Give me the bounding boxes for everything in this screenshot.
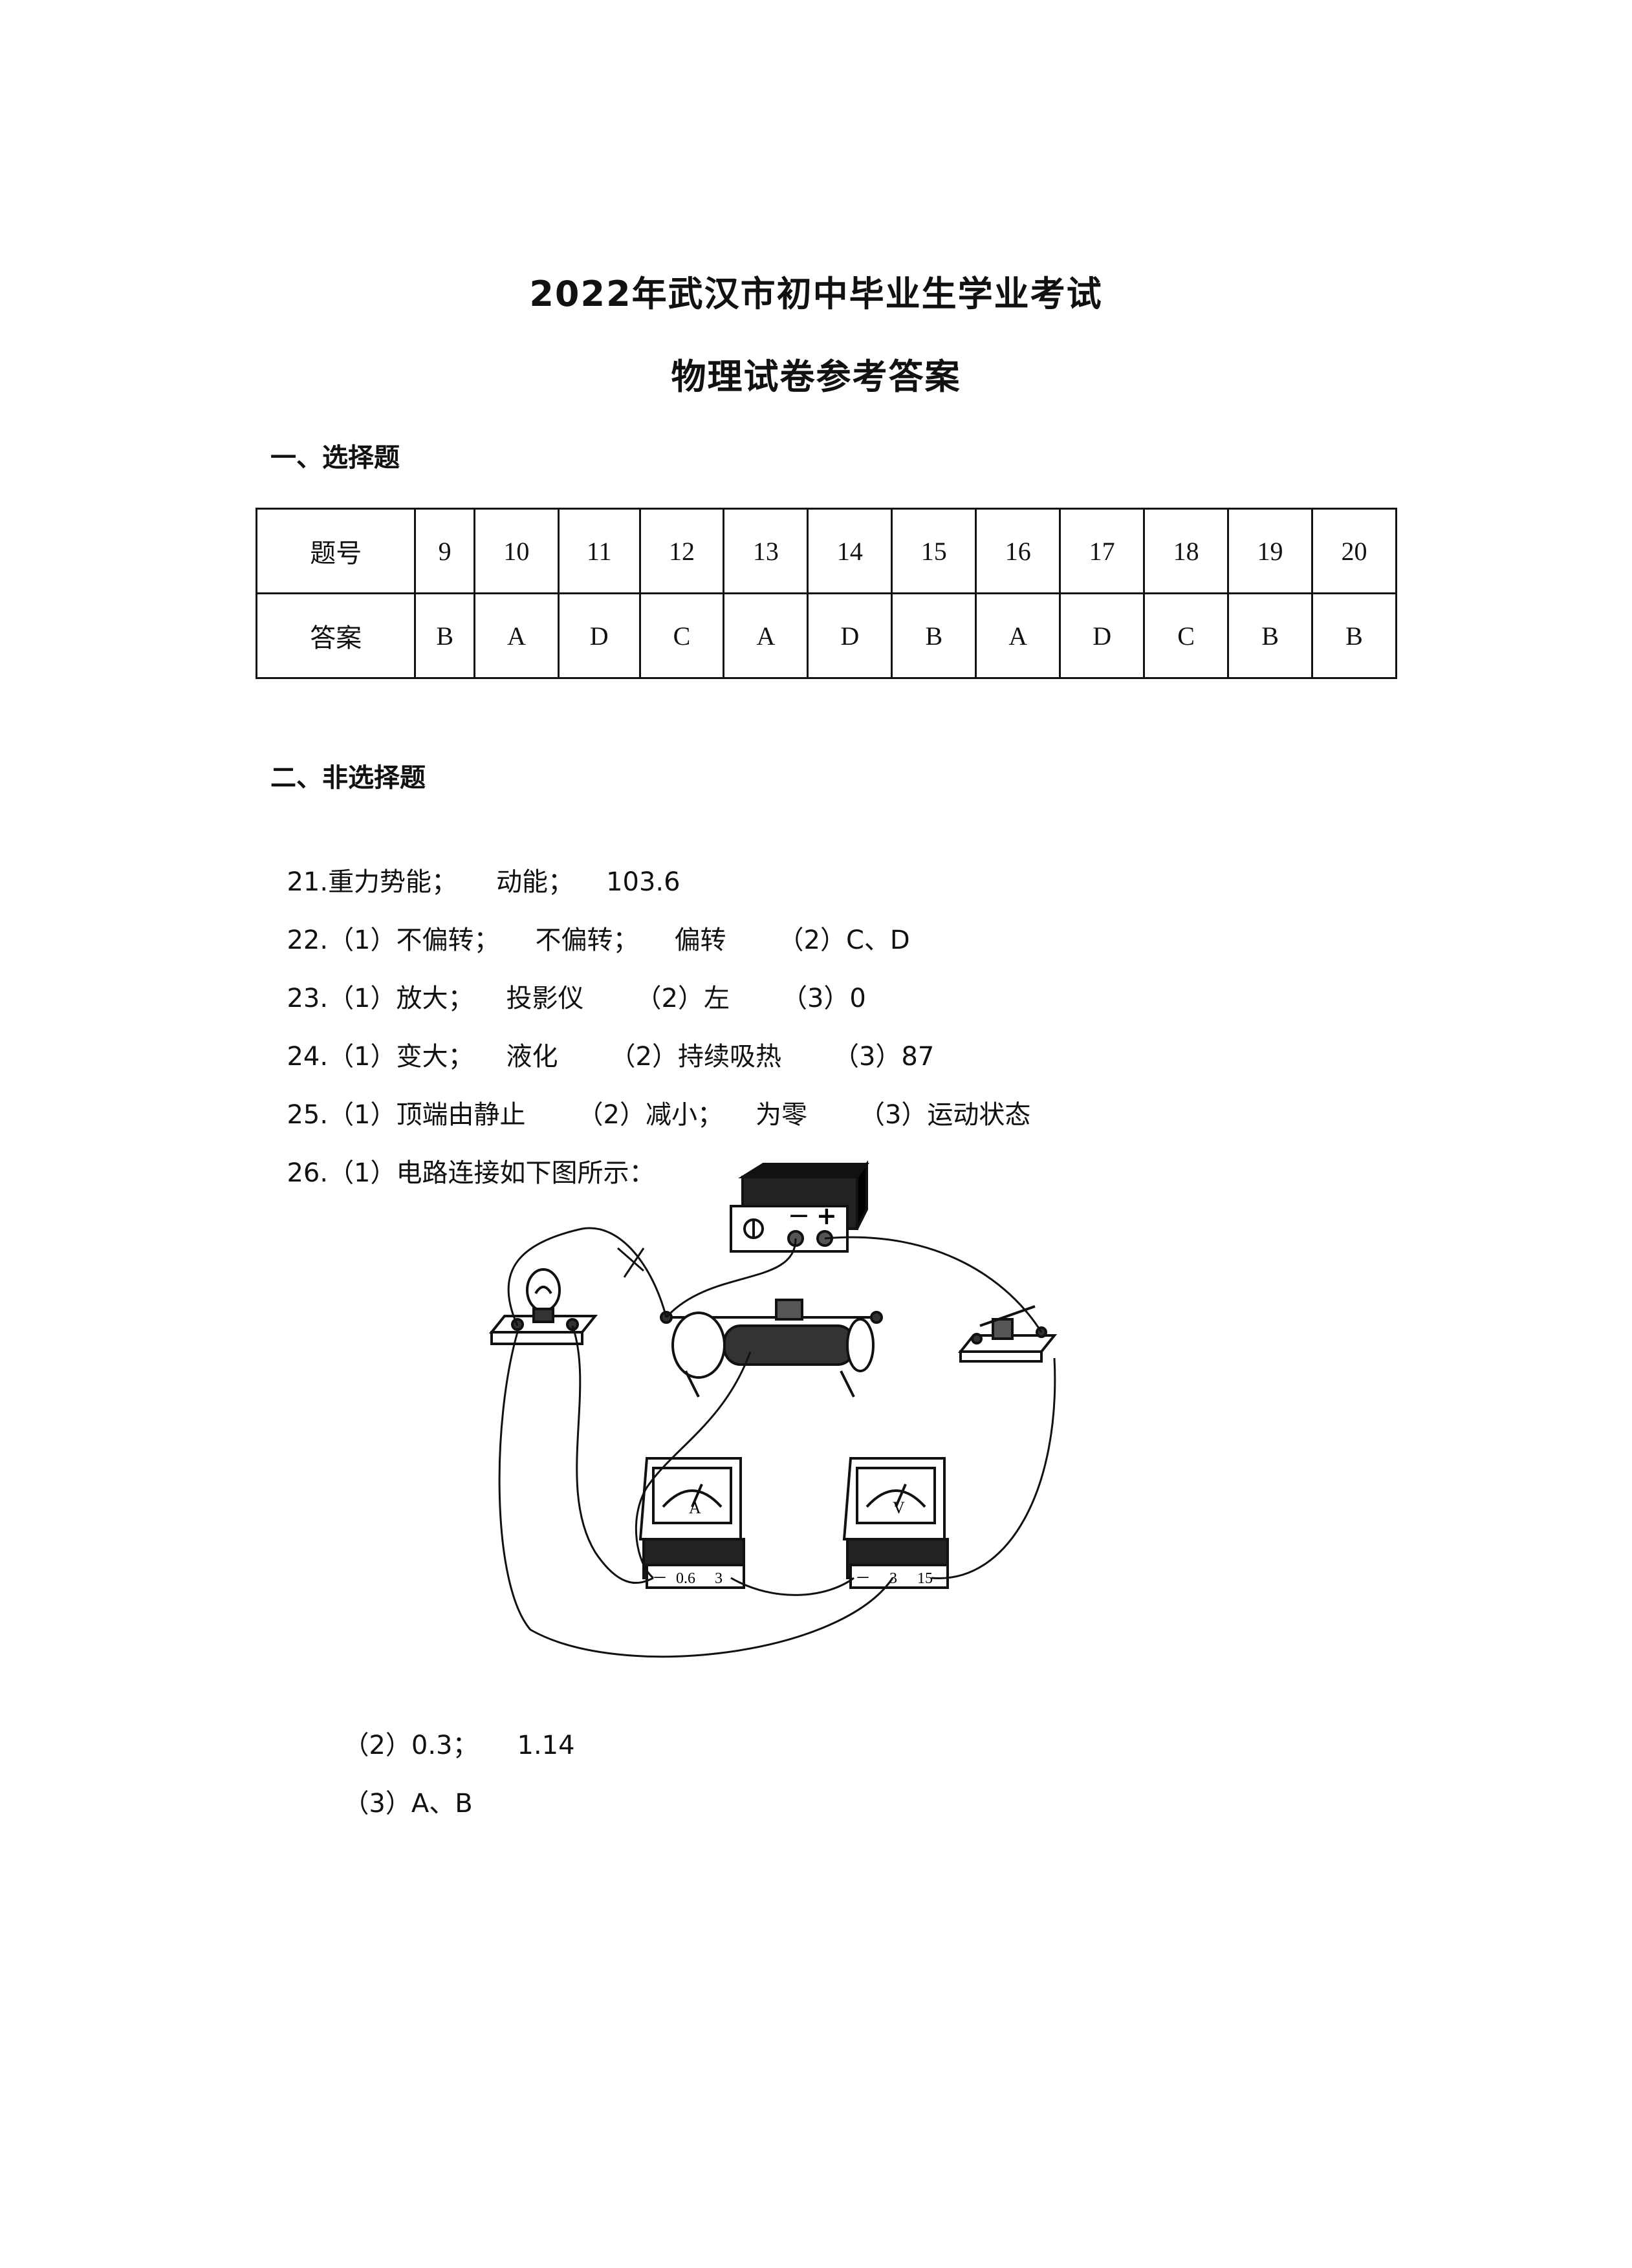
question-number-label: 21. [287,867,329,897]
answer-cell: A [975,592,1061,679]
question-number-label: 25. [287,1100,329,1130]
answer-line-21: 21.重力势能； 动能； 103.6 [270,831,680,898]
question-number: 20 [1311,508,1397,594]
light-bulb [488,1268,598,1345]
answer-cell: D [557,592,641,679]
row-label-number: 题号 [255,508,417,594]
section-heading-choice: 一、选择题 [270,443,400,473]
answer-line-26-2: （2）0.3； 1.14 [327,1694,575,1762]
question-number: 18 [1143,508,1230,594]
answer-part: （1）电路连接如下图所示： [328,1158,655,1188]
answer-cell: A [473,592,560,679]
answer-part: 1.14 [517,1731,575,1760]
rheostat [660,1299,883,1398]
question-number-label: 24. [287,1042,329,1072]
question-number-label: 23. [287,984,329,1013]
answer-part: （2）0.3； [343,1731,479,1760]
ammeter-terminal: － [652,1570,668,1587]
ammeter [638,1457,745,1589]
answer-cell: D [1059,592,1146,679]
switch [957,1305,1058,1363]
answer-part: （3）A、B [343,1789,473,1819]
voltmeter-terminal: 15 [917,1570,933,1587]
question-number: 11 [557,508,641,594]
answer-line-24: 24.（1）变大； 液化 （2）持续吸热 （3）87 [270,1006,934,1073]
answer-part: 偏转 [674,925,726,955]
answer-part: （3）0 [781,984,866,1013]
question-number: 13 [723,508,809,594]
answer-cell: C [1143,592,1230,679]
answer-part: （2）减小； [577,1100,723,1130]
question-number: 14 [807,508,893,594]
answer-cell: D [807,592,893,679]
answer-part: 动能； [496,867,574,897]
document-title: 2022年武汉市初中毕业生学业考试 [529,274,1103,314]
ammeter-terminal: 0.6 [676,1570,695,1587]
ammeter-letter: A [689,1498,701,1517]
document-subtitle: 物理试卷参考答案 [671,356,961,397]
power-plus-label: + [816,1202,837,1230]
power-supply [730,1160,869,1253]
question-number: 17 [1059,508,1146,594]
answer-cell: B [414,592,475,679]
answer-line-26-3: （3）A、B [327,1753,473,1820]
answer-part: （2）持续吸热 [609,1042,781,1072]
ammeter-terminal: 3 [715,1570,723,1587]
question-number: 10 [473,508,560,594]
answer-part: 不偏转； [535,925,639,955]
row-label-answer: 答案 [255,592,417,679]
answer-line-26: 26.（1）电路连接如下图所示： [270,1122,655,1189]
voltmeter-letter: V [893,1498,905,1517]
answer-line-25: 25.（1）顶端由静止 （2）减小； 为零 （3）运动状态 [270,1064,1030,1131]
answer-part: （2）左 [635,984,730,1013]
table-row-answers: 答案 B A D C A D B A D C B B [255,592,1397,679]
answer-part: （2）C、D [778,925,910,955]
question-number: 9 [414,508,475,594]
answer-part: （3）运动状态 [858,1100,1031,1130]
power-minus-label: － [788,1204,810,1230]
answer-part: （1）放大； [328,984,474,1013]
table-row-numbers: 题号 9 10 11 12 13 14 15 16 17 18 19 20 [255,508,1397,594]
question-number: 16 [975,508,1061,594]
answer-cell: C [638,592,725,679]
answer-part: （1）变大； [328,1042,474,1072]
answer-cell: B [1311,592,1397,679]
answer-table: 题号 9 10 11 12 13 14 15 16 17 18 19 20 答案… [255,508,1397,679]
section-heading-nonchoice: 二、非选择题 [270,763,426,793]
answer-cell: A [723,592,809,679]
answer-part: 投影仪 [506,984,584,1013]
question-number: 12 [638,508,725,594]
voltmeter-terminal: － [855,1570,871,1587]
wires [498,1227,1056,1658]
answer-cell: B [891,592,977,679]
answer-cell: B [1227,592,1313,679]
answer-line-23: 23.（1）放大； 投影仪 （2）左 （3）0 [270,947,866,1015]
question-number: 15 [891,508,977,594]
answer-line-22: 22.（1）不偏转； 不偏转； 偏转 （2）C、D [270,889,910,956]
answer-part: （1）不偏转； [328,925,500,955]
answer-part: （1）顶端由静止 [328,1100,526,1130]
question-number-label: 22. [287,925,329,955]
voltmeter [842,1457,949,1589]
answer-part: （3）87 [832,1042,935,1072]
answer-part: 103.6 [606,867,680,897]
answer-part: 液化 [506,1042,558,1072]
voltmeter-terminal: 3 [889,1570,897,1587]
question-number-label: 26. [287,1158,329,1188]
answer-part: 为零 [755,1100,807,1130]
answer-part: 重力势能； [328,867,458,897]
question-number: 19 [1227,508,1313,594]
